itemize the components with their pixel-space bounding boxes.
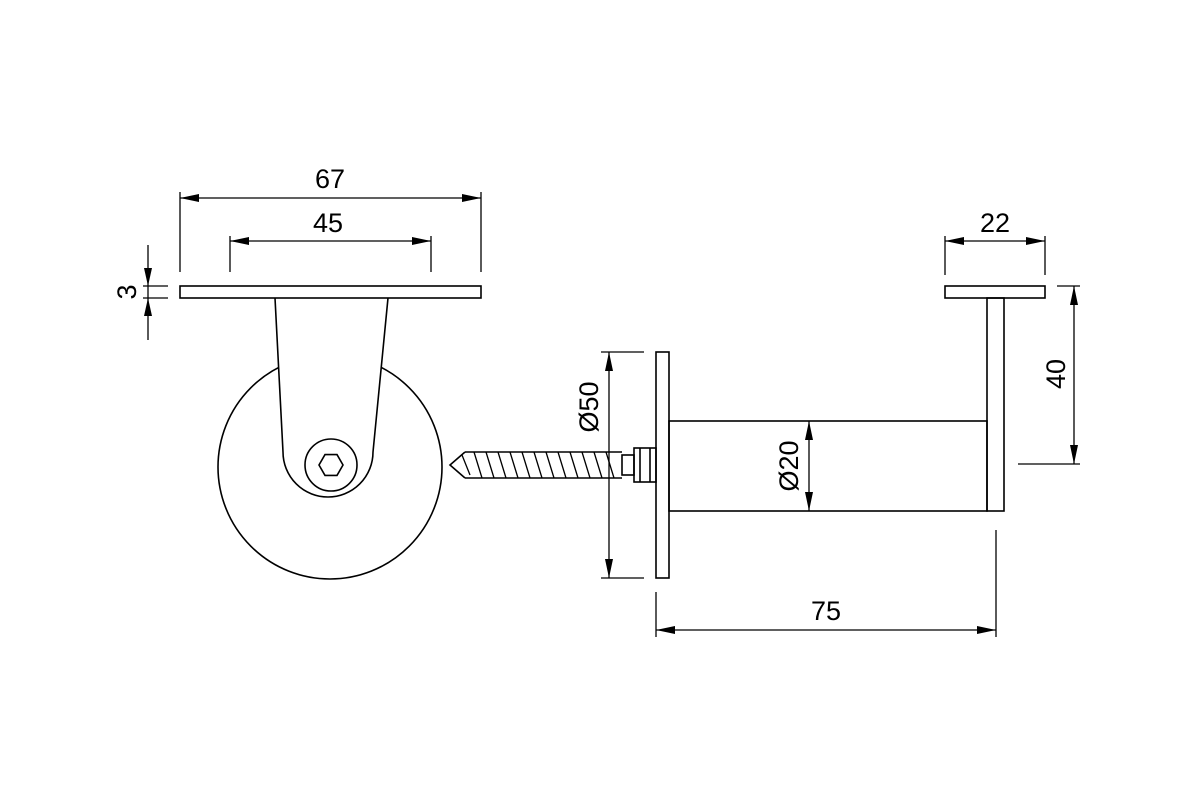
dimension-flange-diameter: Ø50	[574, 351, 644, 579]
label-tube-diameter: Ø20	[774, 440, 804, 491]
label-bolt-spacing: 45	[313, 208, 343, 238]
front-view	[179, 285, 482, 580]
top-plate-side	[944, 285, 1046, 299]
bracket-tube	[668, 420, 988, 512]
wood-screw	[448, 451, 622, 479]
label-saddle-height: 40	[1041, 359, 1071, 389]
label-top-plate-width: 22	[980, 208, 1010, 238]
wall-flange	[655, 351, 670, 579]
dimension-saddle-height: 40	[1018, 285, 1080, 465]
top-plate-front	[179, 285, 482, 299]
dimension-top-plate-width: 22	[944, 208, 1046, 275]
stud-nut	[621, 454, 635, 476]
dimension-bolt-spacing: 45	[229, 208, 432, 272]
label-plate-thickness: 3	[112, 284, 142, 299]
dimension-tube-diameter: Ø20	[774, 421, 813, 511]
vertical-post	[986, 297, 1005, 512]
stud-body	[633, 447, 657, 483]
hex-socket-icon	[318, 453, 344, 477]
side-view	[448, 285, 1046, 579]
dimension-plate-width: 67	[179, 164, 482, 272]
dimension-plate-thickness: 3	[112, 245, 168, 340]
label-plate-width: 67	[315, 164, 345, 194]
label-flange-diameter: Ø50	[574, 381, 604, 432]
wall-disc	[217, 354, 443, 580]
bracket-arm-front	[274, 297, 389, 498]
dimension-projection: 75	[655, 530, 997, 637]
socket-screw	[304, 438, 358, 492]
label-projection: 75	[811, 596, 841, 626]
